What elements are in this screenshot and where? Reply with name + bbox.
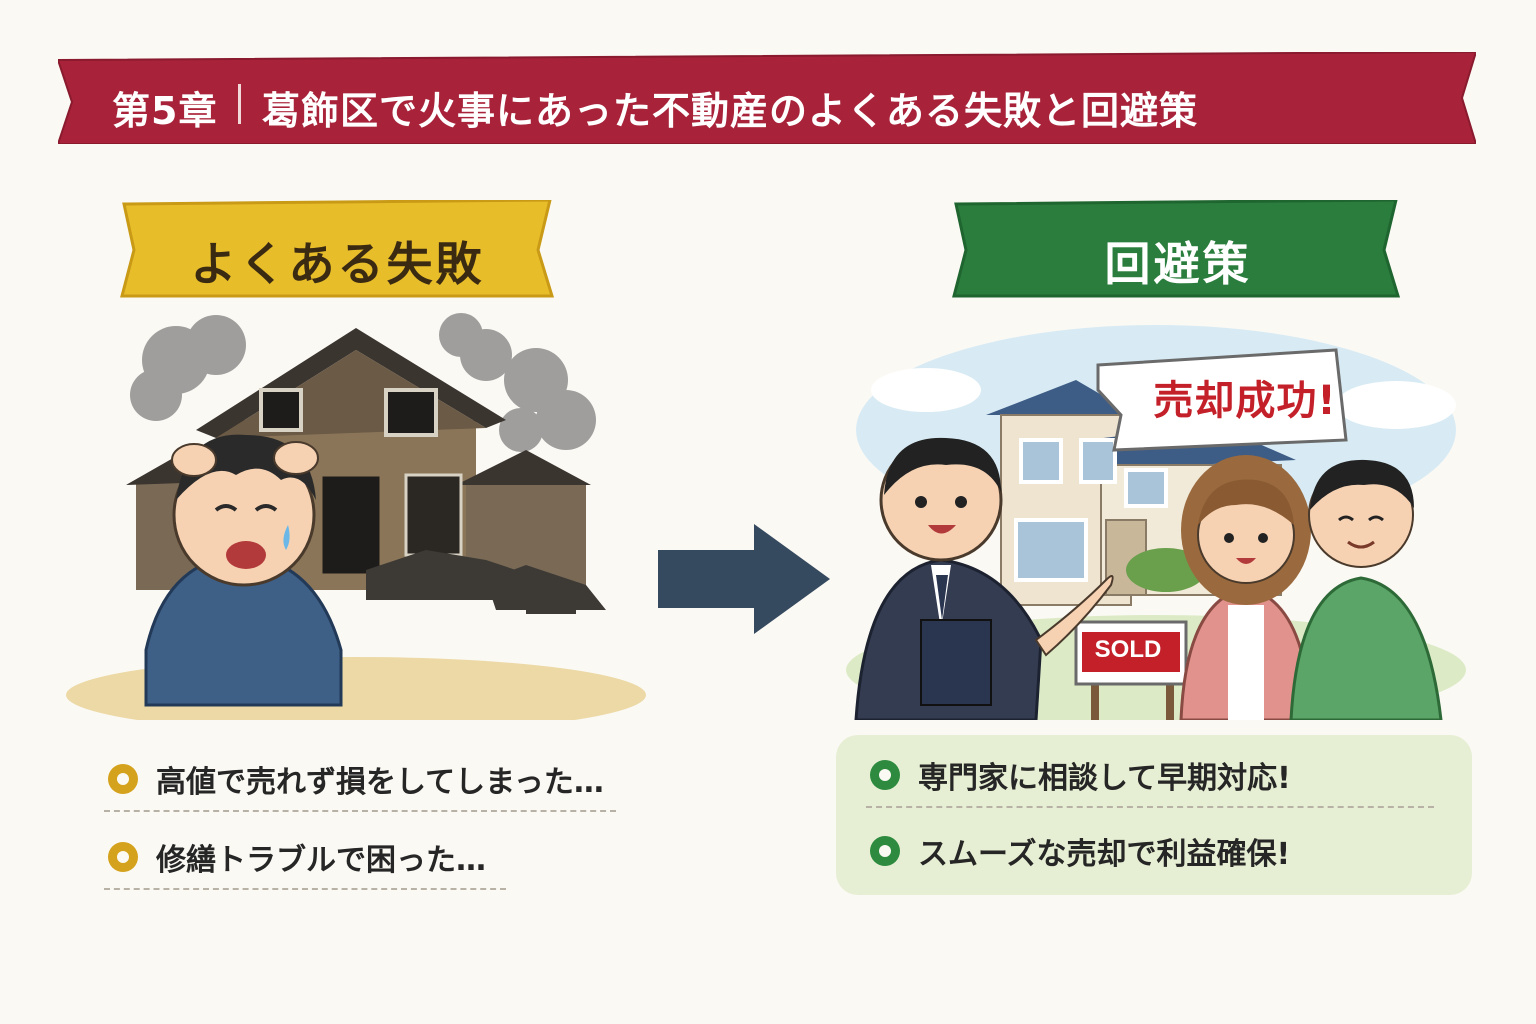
list-item: 修繕トラブルで困った… — [104, 826, 506, 890]
list-item: 高値で売れず損をしてしまった… — [104, 748, 616, 812]
chapter-banner — [58, 52, 1476, 144]
bullet-icon — [870, 760, 900, 790]
bullet-icon — [108, 842, 138, 872]
fail-ribbon — [120, 200, 555, 298]
bullet-icon — [870, 836, 900, 866]
list-item: スムーズな売却で利益確保! — [866, 820, 1434, 882]
burned-house-illustration — [66, 313, 646, 720]
avoid-section-title: 回避策 — [1104, 237, 1252, 291]
page-title: 葛飾区で火事にあった不動産のよくある失敗と回避策 — [262, 89, 1199, 133]
fail-section-title: よくある失敗 — [190, 237, 485, 291]
avoid-panel — [836, 735, 1472, 895]
sold-house-illustration — [846, 325, 1466, 720]
fail-item-text: 修繕トラブルで困った… — [156, 843, 486, 878]
list-item: 専門家に相談して早期対応! — [866, 744, 1434, 808]
fail-list: 高値で売れず損をしてしまった… 修繕トラブルで困った… — [104, 748, 616, 890]
avoid-item-text: スムーズな売却で利益確保! — [918, 837, 1291, 872]
chapter-number: 第5章 — [112, 89, 218, 133]
avoid-item-text: 専門家に相談して早期対応! — [918, 761, 1291, 796]
sale-success-sign: 売却成功! — [1153, 378, 1337, 424]
sold-sign: SOLD — [1094, 636, 1162, 663]
title-divider — [238, 84, 241, 124]
avoid-ribbon — [952, 200, 1400, 298]
avoid-list: 専門家に相談して早期対応! スムーズな売却で利益確保! — [866, 744, 1434, 882]
bullet-icon — [108, 764, 138, 794]
fail-item-text: 高値で売れず損をしてしまった… — [156, 765, 604, 800]
arrow-right-icon — [658, 524, 830, 634]
